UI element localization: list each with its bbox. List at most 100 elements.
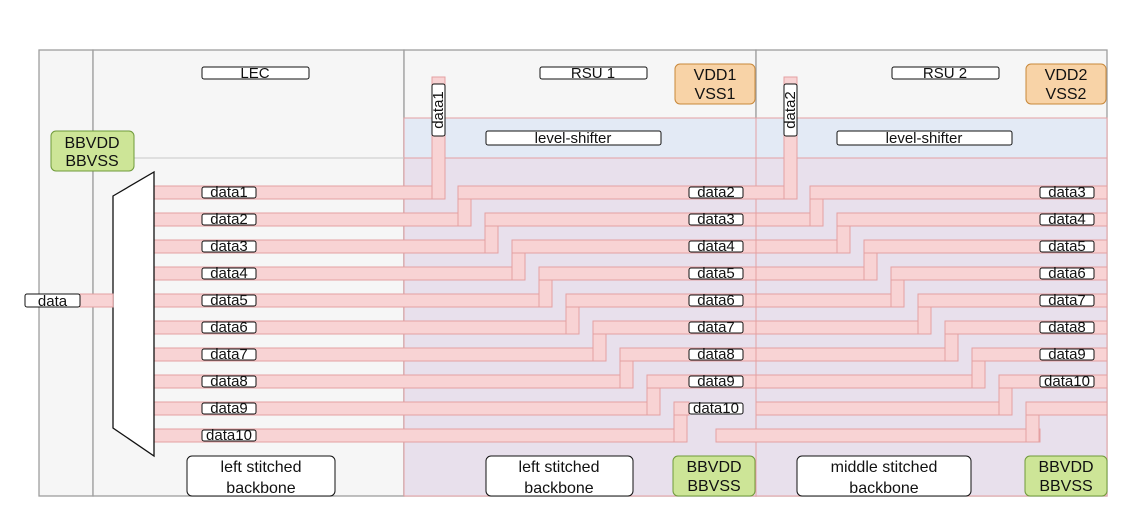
vdd1-line2: VSS1 <box>695 86 736 103</box>
rsu2-out-tag-4-label: data6 <box>1048 265 1086 282</box>
rsu2-vertical-data-tag: data2 <box>782 83 799 137</box>
input-data-label: data <box>38 293 68 310</box>
lec-lane-tag-2: data2 <box>201 211 257 228</box>
rsu2-out-tag-1: data3 <box>1039 184 1095 201</box>
rsu1-out-tag-2-label: data3 <box>697 211 735 228</box>
wire-rsu2-out-9 <box>1025 401 1108 416</box>
vdd2-line2: VSS2 <box>1046 86 1087 103</box>
lec-lane-tag-3: data3 <box>201 238 257 255</box>
wire-rsu1-out-1 <box>457 185 798 200</box>
rsu1-out-tag-7-label: data8 <box>697 346 735 363</box>
wire-rsu2-in-5 <box>755 293 892 308</box>
rsu1-out-tag-2: data3 <box>688 211 744 228</box>
lec-lane-tag-10: data10 <box>201 427 257 444</box>
input-data-tag: data <box>24 293 81 310</box>
wire-rsu2-in-4 <box>755 266 865 281</box>
lec-lane-tag-9: data9 <box>201 400 257 417</box>
rsu2-out-tag-6: data8 <box>1039 319 1095 336</box>
lec-lane-tag-9-label: data9 <box>210 400 248 417</box>
rsu2-vertical-data-label: data2 <box>782 91 799 129</box>
rsu2-out-tag-3: data5 <box>1039 238 1095 255</box>
rsu1-out-tag-3-label: data4 <box>697 238 735 255</box>
rsu2-level-shifter-box: level-shifter <box>836 130 1013 147</box>
rsu1-level-shifter-box: level-shifter <box>485 130 662 147</box>
rsu2-out-tag-8: data10 <box>1039 373 1095 390</box>
lec-lane-tag-3-label: data3 <box>210 238 248 255</box>
rsu1-out-tag-7: data8 <box>688 346 744 363</box>
lane-tags: data1 data2 data3 data4 data5 data6 data7 data8… <box>201 184 1095 444</box>
rsu1-out-tag-4-label: data5 <box>697 265 735 282</box>
input-wire <box>79 293 114 308</box>
rsu2-backbone-box: middle stitched backbone <box>796 455 972 497</box>
lec-lane-tag-1-label: data1 <box>210 184 248 201</box>
rsu2-title: RSU 2 <box>923 65 967 82</box>
rsu1-out-tag-1: data2 <box>688 184 744 201</box>
wire-rsu2-out-1 <box>809 185 1108 200</box>
rsu2-out-tag-1-label: data3 <box>1048 184 1086 201</box>
rsu2-bbvdd-box: BBVDD BBVSS <box>1024 455 1108 497</box>
vdd2-line1: VDD2 <box>1045 67 1088 84</box>
rsu1-backbone-line2: backbone <box>524 480 593 497</box>
wire-rsu2-in-6 <box>755 320 919 335</box>
rsu2-backbone-line1: middle stitched <box>831 459 938 476</box>
bbvdd-left-line2: BBVSS <box>65 153 118 170</box>
rsu1-vertical-data-tag: data1 <box>430 83 447 137</box>
rsu1-out-tag-8-label: data9 <box>697 373 735 390</box>
rsu2-out-tag-8-label: data10 <box>1044 373 1090 390</box>
wire-lec-lane-1 <box>153 185 446 200</box>
vdd1-box: VDD1 VSS1 <box>674 63 756 105</box>
rsu2-level-shifter-label: level-shifter <box>886 130 963 147</box>
rsu1-out-tag-8: data9 <box>688 373 744 390</box>
rsu2-bbvdd-line1: BBVDD <box>1038 459 1093 476</box>
lec-lane-tag-5-label: data5 <box>210 292 248 309</box>
rsu1-backbone-line1: left stitched <box>519 459 600 476</box>
rsu2-backbone-line2: backbone <box>849 480 918 497</box>
vdd1-line1: VDD1 <box>694 67 737 84</box>
rsu1-out-tag-1-label: data2 <box>697 184 735 201</box>
rsu2-out-tag-2-label: data4 <box>1048 211 1086 228</box>
bbvdd-left-line1: BBVDD <box>64 135 119 152</box>
lec-lane-tag-2-label: data2 <box>210 211 248 228</box>
lec-lane-tag-8: data8 <box>201 373 257 390</box>
rsu1-out-tag-6: data7 <box>688 319 744 336</box>
wire-lec-lane-2 <box>153 212 459 227</box>
lec-lane-tag-5: data5 <box>201 292 257 309</box>
wire-rsu2-in-8 <box>755 374 973 389</box>
lec-backbone-line1: left stitched <box>221 459 302 476</box>
rsu1-out-tag-9-label: data10 <box>693 400 739 417</box>
rsu2-title-box: RSU 2 <box>891 65 1000 82</box>
rsu1-title-box: RSU 1 <box>539 65 648 82</box>
lec-lane-tag-4-label: data4 <box>210 265 248 282</box>
lec-lane-tag-7: data7 <box>201 346 257 363</box>
rsu1-bbvdd-box: BBVDD BBVSS <box>672 455 756 497</box>
lec-backbone-line2: backbone <box>226 480 295 497</box>
wire-rsu1-out-2 <box>484 212 798 227</box>
wire-rsu1-out-3 <box>511 239 798 254</box>
rsu1-bbvdd-line1: BBVDD <box>686 459 741 476</box>
rsu2-out-tag-5-label: data7 <box>1048 292 1086 309</box>
rsu1-out-tag-3: data4 <box>688 238 744 255</box>
input-column-panel <box>38 49 94 497</box>
vdd2-box: VDD2 VSS2 <box>1025 63 1107 105</box>
wire-rsu2-in-2 <box>755 212 811 227</box>
wire-rsu2-in-bottom <box>715 428 1041 443</box>
lec-title: LEC <box>240 65 269 82</box>
rsu1-backbone-box: left stitched backbone <box>485 455 634 497</box>
rsu2-out-tag-7-label: data9 <box>1048 346 1086 363</box>
wire-rsu1-out-9 <box>673 401 690 416</box>
rsu1-out-tag-6-label: data7 <box>697 319 735 336</box>
multiplexer <box>112 170 155 458</box>
bbvdd-left-box: BBVDD BBVSS <box>50 130 135 172</box>
wire-rsu2-in-9 <box>755 401 1000 416</box>
rsu2-out-tag-4: data6 <box>1039 265 1095 282</box>
rsu1-title: RSU 1 <box>571 65 615 82</box>
rsu1-out-tag-4: data5 <box>688 265 744 282</box>
rsu2-bbvdd-line2: BBVSS <box>1039 478 1092 495</box>
lec-lane-tag-6: data6 <box>201 319 257 336</box>
lec-lane-tag-6-label: data6 <box>210 319 248 336</box>
rsu2-out-tag-3-label: data5 <box>1048 238 1086 255</box>
rsu2-out-tag-7: data9 <box>1039 346 1095 363</box>
rsu1-bbvdd-line2: BBVSS <box>687 478 740 495</box>
wire-rsu2-in-3 <box>755 239 838 254</box>
